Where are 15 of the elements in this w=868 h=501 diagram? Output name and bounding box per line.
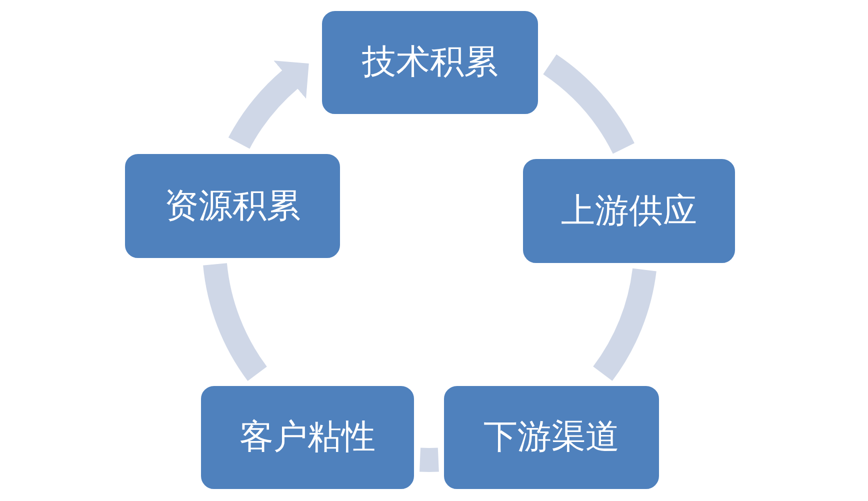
step-box — [522, 158, 736, 264]
cycle-arc — [592, 268, 656, 380]
cycle-arc — [420, 448, 439, 472]
cycle-arc — [542, 54, 634, 154]
step-label: 技术积累 — [361, 41, 499, 84]
step-label: 上游供应 — [560, 190, 698, 232]
step-label: 客户粘性 — [238, 416, 376, 459]
step-label: 下游渠道 — [482, 416, 620, 459]
step-box — [200, 385, 415, 490]
step-box — [321, 10, 539, 115]
step-label: 资源积累 — [164, 184, 302, 228]
cycle-arrow — [228, 61, 308, 150]
cycle-arc — [203, 262, 268, 380]
step-box — [124, 153, 341, 259]
step-box — [443, 385, 660, 490]
